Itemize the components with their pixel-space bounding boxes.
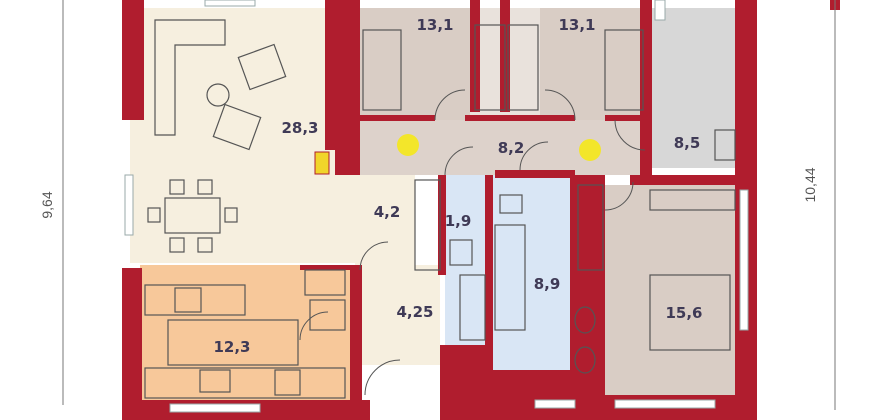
room-area-bedroom-1: 13,1 xyxy=(416,16,453,34)
door-arc xyxy=(434,89,466,121)
door-arc xyxy=(544,89,576,121)
doors xyxy=(299,89,646,396)
ceiling-lamp-icon xyxy=(397,134,419,156)
sink-icon xyxy=(199,369,231,393)
shower-icon xyxy=(714,129,736,161)
wall xyxy=(300,265,355,270)
wall xyxy=(122,0,144,120)
windows xyxy=(124,0,749,413)
wall xyxy=(485,175,493,370)
fridge-icon xyxy=(309,299,346,331)
vestibule-floor xyxy=(360,265,440,365)
wardrobe-icon xyxy=(649,189,736,211)
wall xyxy=(465,115,575,121)
counter-icon xyxy=(144,284,246,316)
wall xyxy=(485,370,605,420)
wall xyxy=(360,115,435,121)
room-area-closet: 8,5 xyxy=(674,134,701,152)
wall xyxy=(438,175,446,275)
wall xyxy=(325,0,360,150)
sink-icon xyxy=(574,306,596,334)
island-icon xyxy=(167,319,299,366)
wall xyxy=(440,345,485,420)
bathroom-lower-floor xyxy=(445,270,490,350)
armchair-icon xyxy=(212,103,262,151)
room-area-wc: 1,9 xyxy=(445,212,472,230)
living-furniture xyxy=(147,19,287,253)
wardrobe-icon xyxy=(459,274,486,341)
window xyxy=(654,0,666,21)
window xyxy=(739,189,749,331)
room-area-bathroom: 8,9 xyxy=(534,275,561,293)
bedroom-2-floor xyxy=(540,8,645,120)
armchair-icon xyxy=(237,43,287,91)
room-area-corridor: 4,2 xyxy=(374,203,401,221)
bathroom-floor xyxy=(490,175,570,370)
shelf-icon xyxy=(304,269,346,296)
wall xyxy=(630,175,740,185)
window xyxy=(124,174,134,236)
counter-icon xyxy=(144,367,346,399)
bedroom-furniture xyxy=(362,24,736,374)
room-area-bedroom-2: 13,1 xyxy=(558,16,595,34)
bed-icon xyxy=(362,29,402,111)
wall xyxy=(605,115,645,121)
door-arc xyxy=(614,119,646,151)
wall xyxy=(570,175,605,375)
bedroom-1-floor xyxy=(360,8,470,120)
door-arc xyxy=(519,141,549,171)
chair-icon xyxy=(197,179,213,195)
chair-icon xyxy=(169,179,185,195)
window xyxy=(204,0,256,7)
sofa-icon xyxy=(154,19,226,136)
coffee-table-icon xyxy=(206,83,230,107)
dimension-left: 9,64 xyxy=(39,191,55,218)
chair-icon xyxy=(224,207,238,223)
bathtub-icon xyxy=(494,224,526,331)
dining-table-icon xyxy=(164,197,221,234)
chair-icon xyxy=(147,207,161,223)
bed-icon xyxy=(604,29,644,111)
room-area-master-bedroom: 15,6 xyxy=(665,304,702,322)
wall xyxy=(122,268,142,420)
ceiling-lamp-icon xyxy=(579,139,601,161)
master-bedroom-floor xyxy=(605,185,740,395)
room-area-vestibule: 4,25 xyxy=(396,303,433,321)
wardrobe-icon xyxy=(577,184,604,271)
wall xyxy=(335,150,360,175)
closet-floor xyxy=(650,8,740,168)
chair-icon xyxy=(169,237,185,253)
toilet-icon xyxy=(499,194,523,214)
dimension-right: 10,44 xyxy=(802,167,818,202)
chair-icon xyxy=(197,237,213,253)
door-arc xyxy=(359,241,389,271)
room-area-hall: 8,2 xyxy=(498,139,525,157)
kitchen-furniture xyxy=(144,269,346,399)
dishwasher-icon xyxy=(274,369,301,396)
window xyxy=(614,399,716,409)
wardrobe-icon xyxy=(507,24,539,111)
room-area-kitchen: 12,3 xyxy=(213,338,250,356)
fireplace-icon xyxy=(314,151,330,175)
door-arc xyxy=(604,181,634,211)
wc-floor xyxy=(445,175,490,270)
double-bed-icon xyxy=(649,274,731,351)
wall xyxy=(640,0,652,185)
window xyxy=(534,399,576,409)
stove-icon xyxy=(174,287,202,313)
door-arc xyxy=(444,146,474,176)
wall xyxy=(350,265,362,420)
door-arc xyxy=(299,311,329,341)
toilet-icon xyxy=(449,239,473,266)
sink-icon xyxy=(574,346,596,374)
window xyxy=(169,403,261,413)
wardrobe-icon xyxy=(474,24,506,111)
wardrobe-icon xyxy=(414,179,441,271)
room-area-living: 28,3 xyxy=(281,119,318,137)
door-arc xyxy=(364,359,401,396)
wall xyxy=(495,170,575,178)
